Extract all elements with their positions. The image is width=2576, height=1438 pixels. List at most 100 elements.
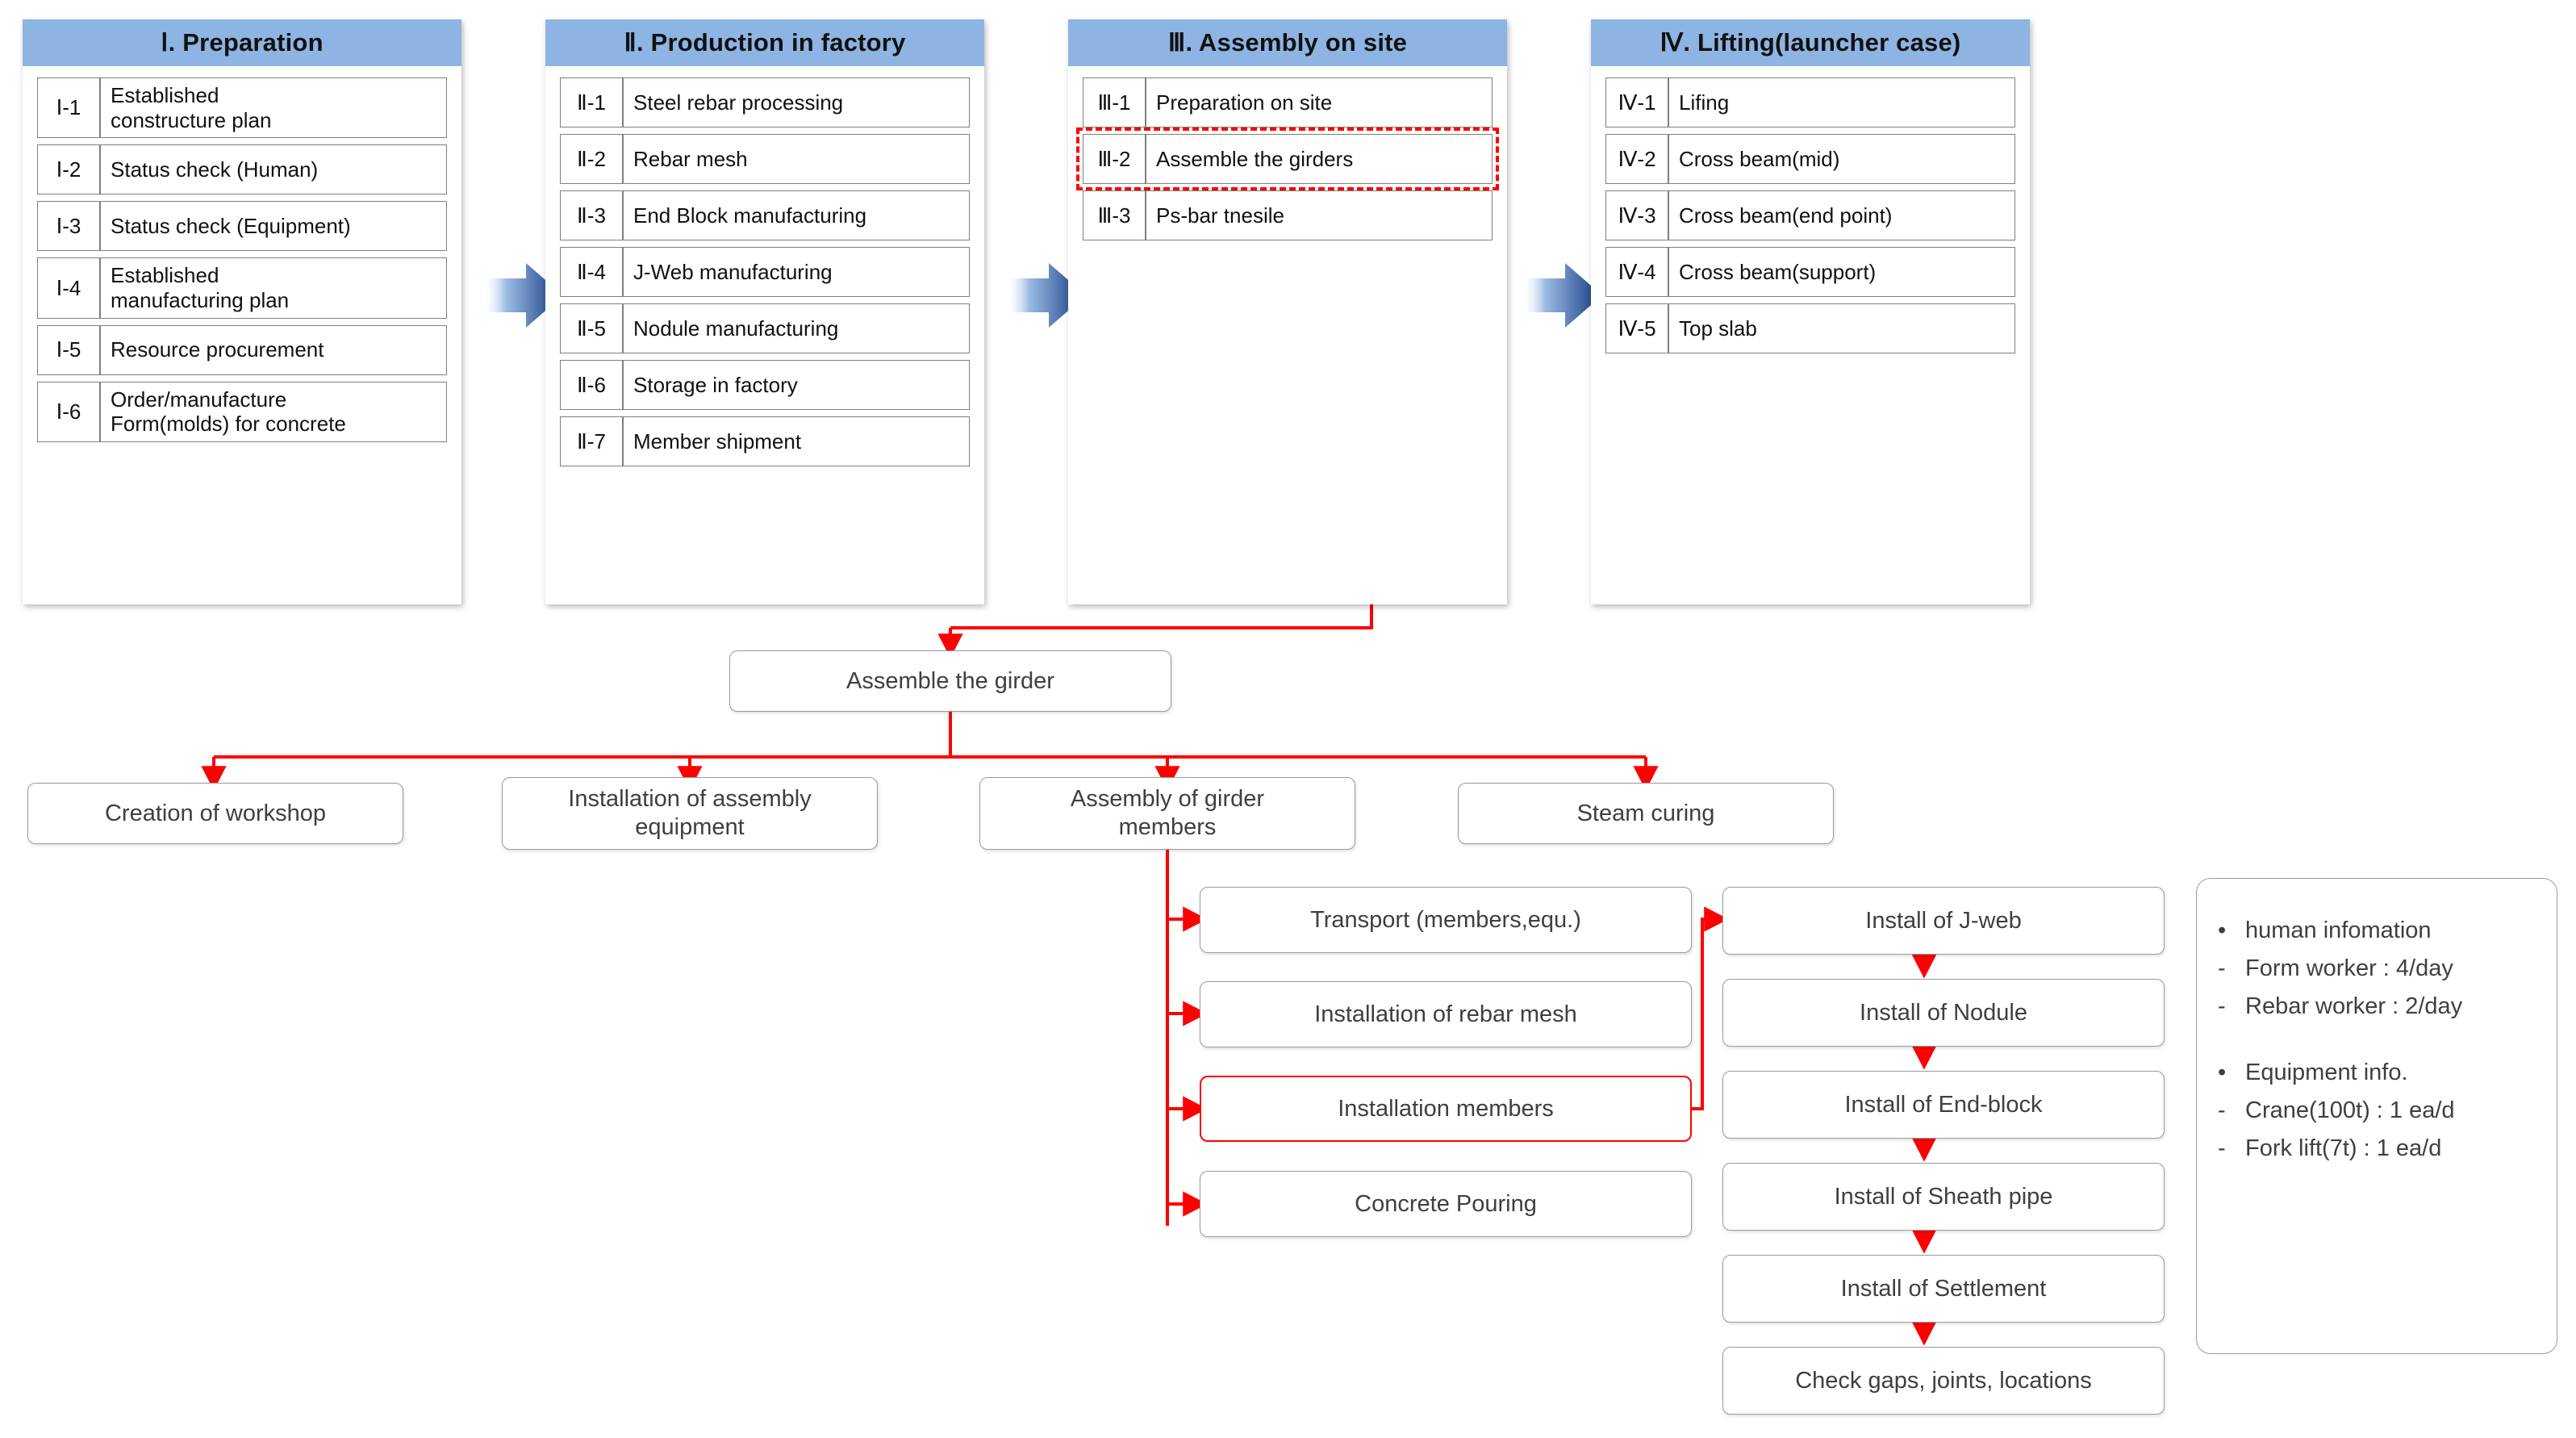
row-label: Cross beam(mid) bbox=[1668, 134, 2015, 184]
phase-panel-4: Ⅳ. Lifting(launcher case) Ⅳ-1 Lifing Ⅳ-2… bbox=[1591, 19, 2030, 604]
phase-row[interactable]: Ⅰ-1 Established constructure plan bbox=[37, 77, 447, 139]
phase-row[interactable]: Ⅱ-7 Member shipment bbox=[560, 416, 970, 466]
detail-root-box[interactable]: Assemble the girder bbox=[729, 650, 1171, 712]
row-label: Preparation on site bbox=[1146, 77, 1493, 127]
phase-1-title: Ⅰ. Preparation bbox=[23, 19, 461, 66]
detail-l3-install-of-end-block[interactable]: Install of End-block bbox=[1722, 1071, 2165, 1139]
phase-row[interactable]: Ⅱ-4 J-Web manufacturing bbox=[560, 247, 970, 297]
row-label: Nodule manufacturing bbox=[623, 303, 970, 353]
detail-l3-install-of-sheath-pipe[interactable]: Install of Sheath pipe bbox=[1722, 1163, 2165, 1231]
row-code: Ⅳ-3 bbox=[1605, 190, 1668, 240]
phase-1-rows: Ⅰ-1 Established constructure plan Ⅰ-2 St… bbox=[23, 66, 461, 457]
row-label: Order/manufacture Form(molds) for concre… bbox=[100, 381, 447, 443]
info-line: - Rebar worker : 2/day bbox=[2218, 990, 2536, 1023]
phase-panel-2: Ⅱ. Production in factory Ⅱ-1 Steel rebar… bbox=[545, 19, 984, 604]
detail-l3-install-of-j-web[interactable]: Install of J-web bbox=[1722, 887, 2165, 955]
row-code: Ⅱ-5 bbox=[560, 303, 623, 353]
info-text: Fork lift(7t) : 1 ea/d bbox=[2245, 1135, 2442, 1161]
detail-l2-installation-members[interactable]: Installation members bbox=[1200, 1076, 1692, 1142]
row-label: Assemble the girders bbox=[1146, 134, 1493, 184]
row-code: Ⅳ-2 bbox=[1605, 134, 1668, 184]
phase-row[interactable]: Ⅳ-1 Lifing bbox=[1605, 77, 2015, 127]
phase-row[interactable]: Ⅱ-2 Rebar mesh bbox=[560, 134, 970, 184]
row-code: Ⅱ-7 bbox=[560, 416, 623, 466]
phase-row[interactable]: Ⅰ-3 Status check (Equipment) bbox=[37, 201, 447, 252]
row-label: Rebar mesh bbox=[623, 134, 970, 184]
phase-3-rows: Ⅲ-1 Preparation on site Ⅲ-2 Assemble the… bbox=[1068, 66, 1507, 255]
phase-row[interactable]: Ⅱ-1 Steel rebar processing bbox=[560, 77, 970, 127]
phase-panel-3: Ⅲ. Assembly on site Ⅲ-1 Preparation on s… bbox=[1068, 19, 1507, 604]
row-label: Ps-bar tnesile bbox=[1146, 190, 1493, 240]
row-label: Status check (Human) bbox=[100, 144, 447, 195]
row-code: Ⅱ-6 bbox=[560, 360, 623, 410]
phase-row[interactable]: Ⅰ-6 Order/manufacture Form(molds) for co… bbox=[37, 381, 447, 443]
row-label: Cross beam(end point) bbox=[1668, 190, 2015, 240]
wire-members-fanout bbox=[1166, 844, 1208, 1226]
row-code: Ⅳ-1 bbox=[1605, 77, 1668, 127]
phase-2-title: Ⅱ. Production in factory bbox=[545, 19, 984, 66]
row-code: Ⅱ-2 bbox=[560, 134, 623, 184]
row-code: Ⅲ-2 bbox=[1083, 134, 1146, 184]
info-line: • Equipment info. bbox=[2218, 1056, 2536, 1089]
row-label: Resource procurement bbox=[100, 324, 447, 375]
detail-l2-transport[interactable]: Transport (members,equ.) bbox=[1200, 887, 1692, 953]
row-label: Status check (Equipment) bbox=[100, 201, 447, 252]
phase-4-rows: Ⅳ-1 Lifing Ⅳ-2 Cross beam(mid) Ⅳ-3 Cross… bbox=[1591, 66, 2030, 368]
resource-info-card: • human infomation - Form worker : 4/day… bbox=[2196, 878, 2557, 1354]
row-label: End Block manufacturing bbox=[623, 190, 970, 240]
row-label: Established manufacturing plan bbox=[100, 257, 447, 319]
phase-row[interactable]: Ⅲ-3 Ps-bar tnesile bbox=[1083, 190, 1493, 240]
detail-l1-installation-of-assembly-equipment[interactable]: Installation of assembly equipment bbox=[502, 777, 878, 850]
row-label: Member shipment bbox=[623, 416, 970, 466]
row-code: Ⅱ-1 bbox=[560, 77, 623, 127]
detail-l1-steam-curing[interactable]: Steam curing bbox=[1458, 783, 1834, 844]
row-code: Ⅳ-5 bbox=[1605, 303, 1668, 353]
phase-row[interactable]: Ⅱ-6 Storage in factory bbox=[560, 360, 970, 410]
phase-row[interactable]: Ⅳ-4 Cross beam(support) bbox=[1605, 247, 2015, 297]
row-label: Storage in factory bbox=[623, 360, 970, 410]
phase-row[interactable]: Ⅳ-2 Cross beam(mid) bbox=[1605, 134, 2015, 184]
info-line: - Fork lift(7t) : 1 ea/d bbox=[2218, 1132, 2536, 1165]
phase-row[interactable]: Ⅳ-5 Top slab bbox=[1605, 303, 2015, 353]
row-code: Ⅰ-2 bbox=[37, 144, 100, 195]
row-code: Ⅰ-3 bbox=[37, 201, 100, 252]
phase-2-rows: Ⅱ-1 Steel rebar processing Ⅱ-2 Rebar mes… bbox=[545, 66, 984, 481]
info-line: - Crane(100t) : 1 ea/d bbox=[2218, 1094, 2536, 1127]
detail-l3-check-gaps-joints-locations[interactable]: Check gaps, joints, locations bbox=[1722, 1347, 2165, 1415]
row-code: Ⅳ-4 bbox=[1605, 247, 1668, 297]
detail-l2-concrete-pouring[interactable]: Concrete Pouring bbox=[1200, 1171, 1692, 1237]
info-line: • human infomation bbox=[2218, 914, 2536, 947]
info-text: Form worker : 4/day bbox=[2245, 955, 2453, 982]
info-text: Crane(100t) : 1 ea/d bbox=[2245, 1097, 2455, 1123]
phase-row[interactable]: Ⅱ-3 End Block manufacturing bbox=[560, 190, 970, 240]
detail-l2-installation-of-rebar-mesh[interactable]: Installation of rebar mesh bbox=[1200, 981, 1692, 1047]
phase-row[interactable]: Ⅰ-4 Established manufacturing plan bbox=[37, 257, 447, 319]
row-label: J-Web manufacturing bbox=[623, 247, 970, 297]
wire-root-fanout bbox=[201, 712, 1659, 791]
phase-row-highlighted[interactable]: Ⅲ-2 Assemble the girders bbox=[1076, 127, 1499, 190]
info-dash-icon: - bbox=[2218, 1135, 2226, 1161]
row-code: Ⅰ-1 bbox=[37, 77, 100, 139]
detail-l3-install-of-nodule[interactable]: Install of Nodule bbox=[1722, 979, 2165, 1047]
info-dash-icon: - bbox=[2218, 993, 2226, 1020]
info-spacer bbox=[2218, 1029, 2536, 1056]
row-code: Ⅰ-4 bbox=[37, 257, 100, 319]
info-line: - Form worker : 4/day bbox=[2218, 952, 2536, 985]
detail-l3-install-of-settlement[interactable]: Install of Settlement bbox=[1722, 1255, 2165, 1323]
info-bullet-icon: • bbox=[2218, 1059, 2227, 1085]
info-bullet-icon: • bbox=[2218, 918, 2227, 943]
info-text: Equipment info. bbox=[2245, 1059, 2408, 1085]
row-label: Cross beam(support) bbox=[1668, 247, 2015, 297]
phase-row[interactable]: Ⅳ-3 Cross beam(end point) bbox=[1605, 190, 2015, 240]
detail-l1-creation-of-workshop[interactable]: Creation of workshop bbox=[27, 783, 403, 844]
phase-row[interactable]: Ⅰ-2 Status check (Human) bbox=[37, 144, 447, 195]
phase-row[interactable]: Ⅲ-1 Preparation on site bbox=[1083, 77, 1493, 127]
detail-l1-assembly-of-girder-members[interactable]: Assembly of girder members bbox=[979, 777, 1355, 850]
info-dash-icon: - bbox=[2218, 1097, 2226, 1123]
row-code: Ⅲ-3 bbox=[1083, 190, 1146, 240]
phase-row[interactable]: Ⅱ-5 Nodule manufacturing bbox=[560, 303, 970, 353]
phase-row[interactable]: Ⅰ-5 Resource procurement bbox=[37, 324, 447, 375]
row-label: Lifing bbox=[1668, 77, 2015, 127]
row-code: Ⅱ-4 bbox=[560, 247, 623, 297]
